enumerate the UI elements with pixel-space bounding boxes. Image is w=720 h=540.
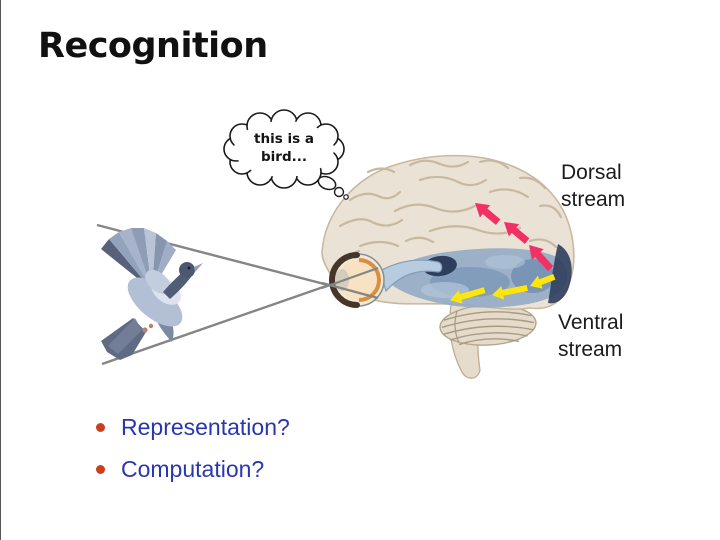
sulcus: [393, 203, 477, 213]
pigeon-foot: [142, 327, 148, 333]
cornea-iris-arc: [329, 252, 360, 308]
brain-illustration: [321, 154, 575, 379]
pigeon-foot: [148, 323, 154, 329]
pigeon-image: [101, 228, 203, 360]
dorsal-arrow-icon: [475, 203, 501, 225]
sulcus: [338, 218, 404, 228]
thought-trail-bubble: [317, 175, 337, 191]
retina-arc: [358, 258, 381, 302]
ventral-shade: [511, 259, 555, 293]
ventral-pathway-highlight: [388, 248, 568, 308]
dorsal-arrow-icon: [529, 245, 554, 272]
ventral-stream-arrows: [450, 274, 556, 304]
sulcus: [358, 240, 400, 248]
bullet-dot: [96, 422, 105, 432]
ventral-stream-label: Ventral stream: [558, 311, 624, 361]
bullet-item: Representation?: [88, 406, 290, 448]
cerebellum-stripe: [443, 325, 534, 336]
sulcus: [528, 238, 558, 249]
sulcus: [418, 175, 488, 187]
thought-bubble-fill: [234, 121, 334, 177]
dorsal-arrow-icon: [504, 222, 530, 244]
pigeon-head: [179, 262, 195, 278]
pigeon-tail-light: [108, 318, 142, 354]
ventral-arrow-icon: [492, 285, 528, 300]
sulcus: [538, 204, 563, 219]
sulcus: [478, 159, 510, 170]
bullet-item: Computation?: [88, 448, 290, 490]
bullet-text: Representation?: [121, 413, 290, 440]
cone-line-inner: [321, 266, 379, 290]
thought-trail-bubble: [333, 186, 345, 198]
ventral-light: [485, 255, 525, 269]
bullet-dot: [96, 464, 105, 474]
pigeon-wing-feather: [101, 239, 152, 290]
cerebellum-stripe: [458, 338, 520, 346]
dorsal-stream-arrows: [475, 203, 554, 272]
dorsal-stream-label: Dorsal stream: [561, 161, 626, 211]
thought-bubble-text: this is a bird...: [254, 131, 314, 165]
sulcus: [408, 159, 470, 168]
pigeon-body: [127, 277, 183, 327]
cerebellum-stripe: [454, 310, 460, 343]
occipital-dark-region: [548, 244, 572, 304]
pigeon-eye: [187, 266, 191, 270]
sulcus: [366, 167, 396, 174]
cerebellum-stripe: [441, 318, 535, 329]
thought-trail-bubble: [343, 194, 349, 200]
sulcus: [488, 188, 530, 199]
ventral-arrow-icon: [450, 287, 486, 304]
pigeon-wing-feather: [109, 232, 152, 290]
bullet-text: Computation?: [121, 455, 265, 482]
slide-edge: [0, 0, 1, 540]
optic-nerve: [379, 259, 443, 293]
cone-lines-through-eye: [321, 266, 379, 300]
thought-bubble: [223, 109, 349, 200]
slide-title: Recognition: [38, 26, 268, 66]
ventral-arrow-icon: [530, 274, 556, 289]
pigeon-wing-feather: [119, 228, 152, 290]
cerebellum: [439, 304, 537, 346]
sulcus: [348, 190, 402, 202]
sulcus: [404, 236, 435, 244]
cerebellum-stripe: [443, 311, 532, 321]
pigeon-shoulder: [145, 269, 171, 295]
sulcus: [518, 176, 547, 190]
bullet-list: Representation? Computation?: [88, 406, 290, 490]
pigeon-beak: [194, 263, 203, 272]
